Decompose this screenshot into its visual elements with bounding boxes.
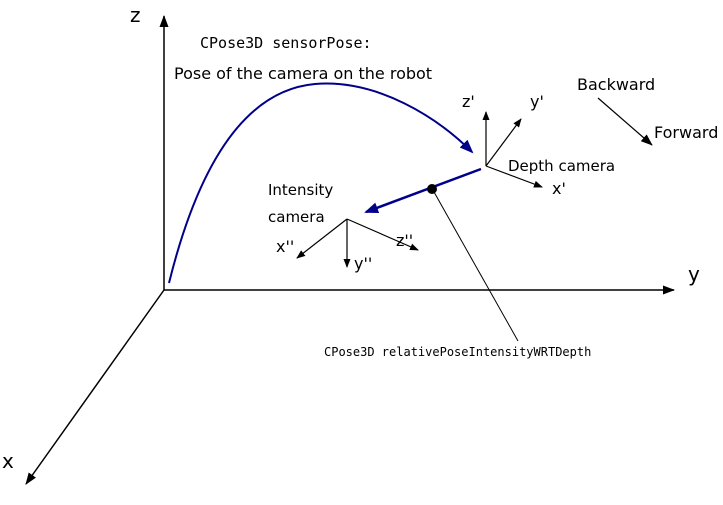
depth-x-label: x'	[552, 179, 566, 198]
sensor-pose-arrow	[168, 82, 474, 284]
world-x-label: x	[2, 449, 14, 473]
world-y-label: y	[688, 262, 700, 286]
intensity-z-label: z''	[396, 231, 413, 250]
intensity-camera-label-line1: Intensity	[268, 181, 333, 199]
intensity-y-label: y''	[354, 254, 372, 273]
backward-forward-arrow	[597, 97, 653, 146]
depth-z-label: z'	[462, 92, 475, 111]
depth-y-axis	[485, 118, 522, 167]
relative-pose-dot	[427, 184, 437, 194]
world-x-axis	[25, 289, 165, 485]
intensity-x-axis	[296, 218, 348, 259]
intensity-camera-label-line2: camera	[268, 208, 325, 226]
sensor-pose-description: Pose of the camera on the robot	[174, 64, 432, 83]
world-z-label: z	[130, 3, 141, 27]
depth-y-label: y'	[530, 92, 544, 111]
relative-pose-code-label: CPose3D relativePoseIntensityWRTDepth	[324, 345, 591, 359]
depth-x-axis	[485, 165, 543, 188]
intensity-x-label: x''	[276, 237, 294, 256]
forward-label: Forward	[654, 123, 718, 142]
sensor-pose-code-label: CPose3D sensorPose:	[200, 34, 372, 52]
intensity-z-axis	[346, 218, 419, 251]
relative-pose-leader-line	[433, 191, 519, 342]
relative-pose-arrow	[364, 167, 482, 214]
backward-label: Backward	[577, 75, 655, 94]
depth-camera-label: Depth camera	[508, 157, 615, 175]
